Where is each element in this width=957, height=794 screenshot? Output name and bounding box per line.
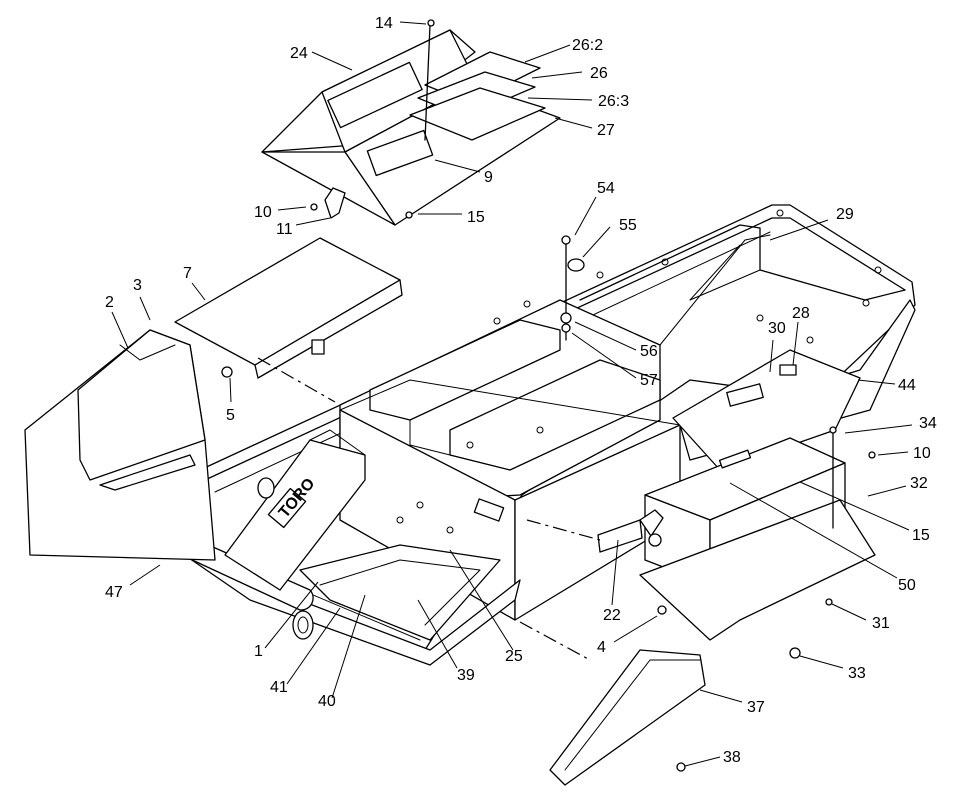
- callout-29: 29: [836, 206, 854, 223]
- callout-14: 14: [375, 15, 393, 32]
- callout-40: 40: [318, 693, 336, 710]
- right-side-parts: [549, 349, 876, 786]
- callout-27: 27: [597, 122, 615, 139]
- top-console: [261, 19, 561, 226]
- callout-10b: 10: [913, 445, 931, 462]
- callout-1: 1: [254, 643, 263, 660]
- callout-39: 39: [457, 667, 475, 684]
- callout-50: 50: [898, 577, 916, 594]
- callout-labels: 14 24 26:2 26 26:3 27 9 10 11 15 54 55 2…: [105, 15, 937, 766]
- callout-54: 54: [597, 180, 615, 197]
- callout-5: 5: [226, 407, 235, 424]
- callout-57: 57: [640, 372, 658, 389]
- callout-26-2: 26:2: [572, 37, 603, 54]
- callout-26: 26: [590, 65, 608, 82]
- callout-3: 3: [133, 277, 142, 294]
- callout-31: 31: [872, 615, 890, 632]
- callout-22: 22: [603, 607, 621, 624]
- callout-34: 34: [919, 415, 937, 432]
- callout-33: 33: [848, 665, 866, 682]
- callout-15b: 15: [912, 527, 930, 544]
- callout-24: 24: [290, 45, 308, 62]
- callout-47: 47: [105, 584, 123, 601]
- callout-2: 2: [105, 294, 114, 311]
- leader-lines: [111, 21, 913, 767]
- bolt-stack: [560, 235, 585, 341]
- callout-55: 55: [619, 217, 637, 234]
- callout-56: 56: [640, 343, 658, 360]
- callout-4: 4: [597, 639, 606, 656]
- callout-30: 30: [768, 320, 786, 337]
- callout-26-3: 26:3: [598, 93, 629, 110]
- callout-7: 7: [183, 265, 192, 282]
- callout-9: 9: [484, 169, 493, 186]
- callout-10: 10: [254, 204, 272, 221]
- callout-41: 41: [270, 679, 288, 696]
- callout-28: 28: [792, 305, 810, 322]
- left-panels: [24, 237, 601, 661]
- callout-38: 38: [723, 749, 741, 766]
- callout-25: 25: [505, 648, 523, 665]
- callout-15: 15: [467, 209, 485, 226]
- callout-32: 32: [910, 475, 928, 492]
- callout-11: 11: [276, 221, 293, 238]
- main-frame: TORO: [158, 204, 916, 666]
- callout-37: 37: [747, 699, 765, 716]
- callout-44: 44: [898, 377, 916, 394]
